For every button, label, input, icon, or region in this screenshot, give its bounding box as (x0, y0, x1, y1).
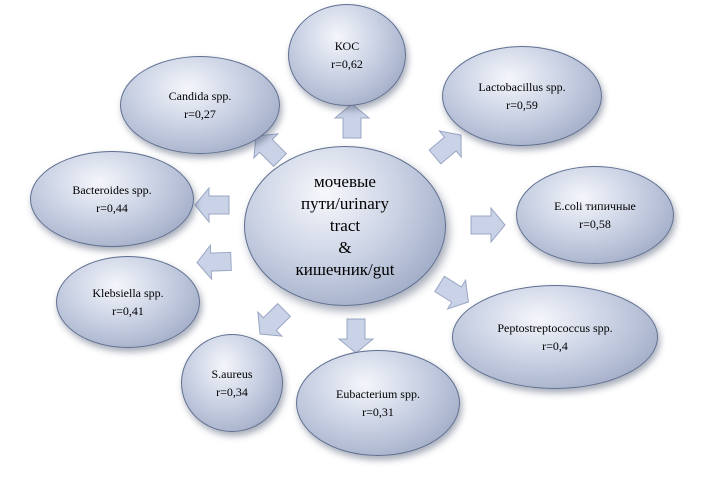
node-eubacterium-value: r=0,31 (362, 405, 394, 419)
node-klebsiella: Klebsiella spp. r=0,41 (56, 256, 200, 348)
center-line-4: & (338, 238, 352, 257)
node-saureus-label: S.aureus (211, 367, 253, 381)
center-line-5: кишечник/gut (295, 260, 395, 279)
node-klebsiella-label: Klebsiella spp. (92, 286, 164, 300)
node-kos: КОС r=0,62 (288, 4, 406, 106)
node-saureus: S.aureus r=0,34 (181, 334, 283, 432)
arrow-to-candida (253, 133, 288, 168)
node-saureus-value: r=0,34 (216, 385, 248, 399)
arrow-to-kos (333, 103, 371, 139)
node-lactobacillus-value: r=0,59 (506, 98, 538, 112)
node-eubacterium: Eubacterium spp. r=0,31 (296, 350, 460, 456)
center-line-3: tract (329, 216, 361, 235)
node-ecoli: E.coli типичные r=0,58 (516, 166, 674, 264)
arrow-to-saureus (257, 302, 292, 337)
node-candida: Candida spp. r=0,27 (120, 56, 280, 154)
node-kos-value: r=0,62 (331, 57, 363, 71)
arrow-to-lactobacillus (428, 130, 462, 165)
node-klebsiella-value: r=0,41 (112, 304, 144, 318)
node-candida-value: r=0,27 (184, 107, 216, 121)
node-peptostreptococcus-value: r=0,4 (542, 339, 568, 353)
arrow-to-ecoli (470, 206, 506, 244)
node-eubacterium-label: Eubacterium spp. (336, 387, 420, 401)
node-lactobacillus-label: Lactobacillus spp. (478, 80, 566, 94)
node-ecoli-value: r=0,58 (579, 217, 611, 231)
node-candida-label: Candida spp. (168, 89, 232, 103)
arrow-to-klebsiella (196, 243, 232, 281)
arrow-to-bacteroides (194, 186, 230, 224)
node-ecoli-label: E.coli типичные (554, 199, 636, 213)
node-peptostreptococcus: Peptostreptococcus spp. r=0,4 (452, 285, 658, 389)
node-bacteroides-value: r=0,44 (96, 201, 128, 215)
arrow-to-peptostreptococcus (434, 275, 469, 310)
arrow-to-eubacterium (337, 318, 375, 354)
node-bacteroides: Bacteroides spp. r=0,44 (30, 151, 194, 247)
node-lactobacillus: Lactobacillus spp. r=0,59 (442, 46, 602, 146)
node-kos-label: КОС (334, 39, 360, 53)
node-peptostreptococcus-label: Peptostreptococcus spp. (497, 321, 613, 335)
center-node: мочевые пути/urinary tract & кишечник/gu… (244, 146, 446, 306)
center-line-2: пути/urinary (301, 194, 389, 213)
center-line-1: мочевые (314, 172, 376, 191)
node-bacteroides-label: Bacteroides spp. (72, 183, 152, 197)
